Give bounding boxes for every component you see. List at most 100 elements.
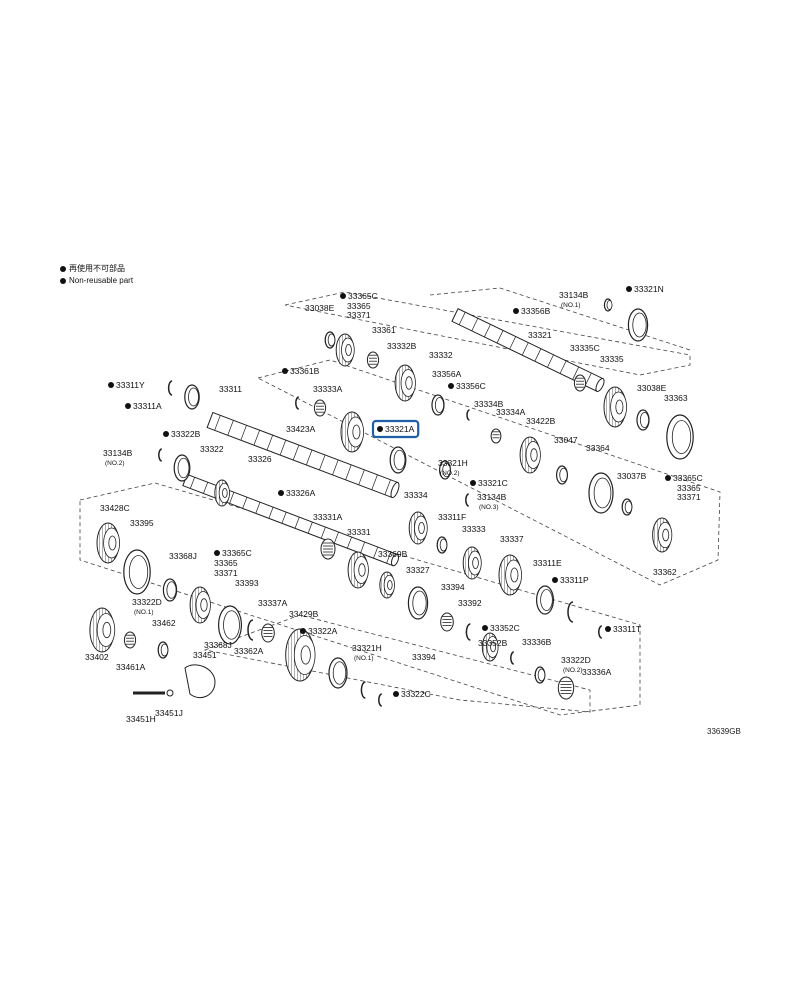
part-number: 33322	[200, 444, 224, 454]
part-label: 33362	[653, 567, 677, 577]
part-number: 33395	[130, 518, 154, 528]
bearing-component	[320, 538, 336, 560]
bullet-icon	[214, 550, 220, 556]
clip-component	[360, 681, 366, 699]
part-label: 33326A	[278, 488, 316, 498]
part-label: 33134B(NO.2)	[103, 448, 133, 467]
ring-component	[666, 414, 694, 460]
part-number: 33337	[500, 534, 524, 544]
bullet-icon	[163, 431, 169, 437]
part-label: 33365	[214, 558, 238, 568]
part-note: (NO.2)	[105, 460, 125, 467]
highlight-box	[371, 419, 420, 439]
part-label: 33428C	[100, 503, 130, 513]
part-label: 33134B(NO.3)	[477, 492, 507, 511]
part-number: 33321C	[478, 478, 508, 488]
part-label: 33365C	[340, 291, 378, 301]
part-label: 33352C	[482, 623, 520, 633]
clip-component	[567, 601, 574, 623]
dashed-group-outline	[203, 614, 591, 713]
part-number: 33331A	[313, 512, 343, 522]
part-note: (NO.1)	[354, 655, 374, 662]
bearing-component	[261, 623, 275, 643]
part-label: 33356B	[513, 306, 551, 316]
part-number: 33393	[235, 578, 259, 588]
gear-component	[519, 436, 541, 474]
part-number: 33371	[214, 568, 238, 578]
gear-component	[379, 571, 395, 599]
part-label: 33352B	[478, 638, 508, 648]
part-label: 33335C	[570, 343, 600, 353]
part-number: 33332	[429, 350, 453, 360]
part-number: 33327	[406, 565, 430, 575]
clip-component	[465, 493, 470, 507]
part-label: 33037B	[617, 471, 647, 481]
part-label: 33336B	[522, 637, 552, 647]
legend-row-jp: 再使用不可部品	[60, 263, 133, 275]
part-label: 33451J	[155, 708, 183, 718]
part-label: 33038E	[305, 303, 335, 313]
part-number: 33461A	[116, 662, 146, 672]
ring-component	[439, 460, 452, 480]
part-number: 33368J	[204, 640, 232, 650]
bearing-component	[573, 374, 587, 392]
clip-component	[167, 380, 173, 396]
ring-component	[621, 498, 633, 516]
part-label: 33322C	[393, 689, 431, 699]
gear-component	[394, 364, 416, 402]
drawing-code: 33639GB	[707, 727, 741, 736]
part-number: 33321H	[352, 643, 382, 653]
part-note: (NO.3)	[479, 504, 499, 511]
part-number: 33311F	[438, 512, 466, 522]
part-note: (NO.1)	[561, 302, 581, 309]
bearing-component	[366, 351, 380, 369]
part-number: 33336A	[582, 667, 612, 677]
part-number: 33321H	[438, 458, 468, 468]
bearing-component	[557, 676, 575, 700]
part-number: 33038E	[637, 383, 667, 393]
part-label: 33333A	[313, 384, 343, 394]
part-label: 33321C	[470, 478, 508, 488]
bullet-icon	[60, 266, 66, 272]
part-label: 33363	[664, 393, 688, 403]
gear-component	[335, 333, 355, 367]
bullet-icon	[605, 626, 611, 632]
part-number: 33311T	[613, 624, 641, 634]
part-label: 33337	[500, 534, 524, 544]
bullet-icon	[665, 475, 671, 481]
dashed-group-outline	[256, 359, 721, 586]
part-number: 33326	[248, 454, 272, 464]
part-number: 33311	[219, 384, 242, 394]
part-label: 33322B	[163, 429, 201, 439]
part-label: 33134B(NO.1)	[559, 290, 589, 309]
part-label: 33364	[586, 443, 610, 453]
part-label: 33393	[235, 578, 259, 588]
part-label: 33321A	[371, 419, 420, 439]
part-number: 33335C	[570, 343, 600, 353]
component-drawings	[89, 298, 694, 707]
part-label: 33371	[347, 310, 371, 320]
part-number: 33451	[193, 650, 217, 660]
part-label: 33362A	[234, 646, 264, 656]
ring-component	[328, 657, 348, 689]
bullet-icon	[393, 691, 399, 697]
part-label: 33361B	[282, 366, 320, 376]
part-label: 33321H (NO.1)	[352, 643, 382, 662]
ring-component	[636, 409, 650, 431]
washer-component	[166, 689, 174, 697]
part-label: 33461A	[116, 662, 146, 672]
bullet-icon	[377, 426, 383, 432]
part-number: 33336B	[522, 637, 552, 647]
ring-component	[603, 298, 613, 312]
part-number: 33322D	[132, 597, 162, 607]
gear-component	[96, 522, 120, 564]
part-number: 33362	[653, 567, 677, 577]
part-label: 33334	[404, 490, 428, 500]
part-label: 33337A	[258, 598, 288, 608]
part-label: 33311Y	[108, 380, 145, 390]
gear-component	[340, 411, 365, 453]
part-number: 33311A	[133, 401, 162, 411]
part-number: 33423A	[286, 424, 316, 434]
part-number: 33334	[404, 490, 428, 500]
